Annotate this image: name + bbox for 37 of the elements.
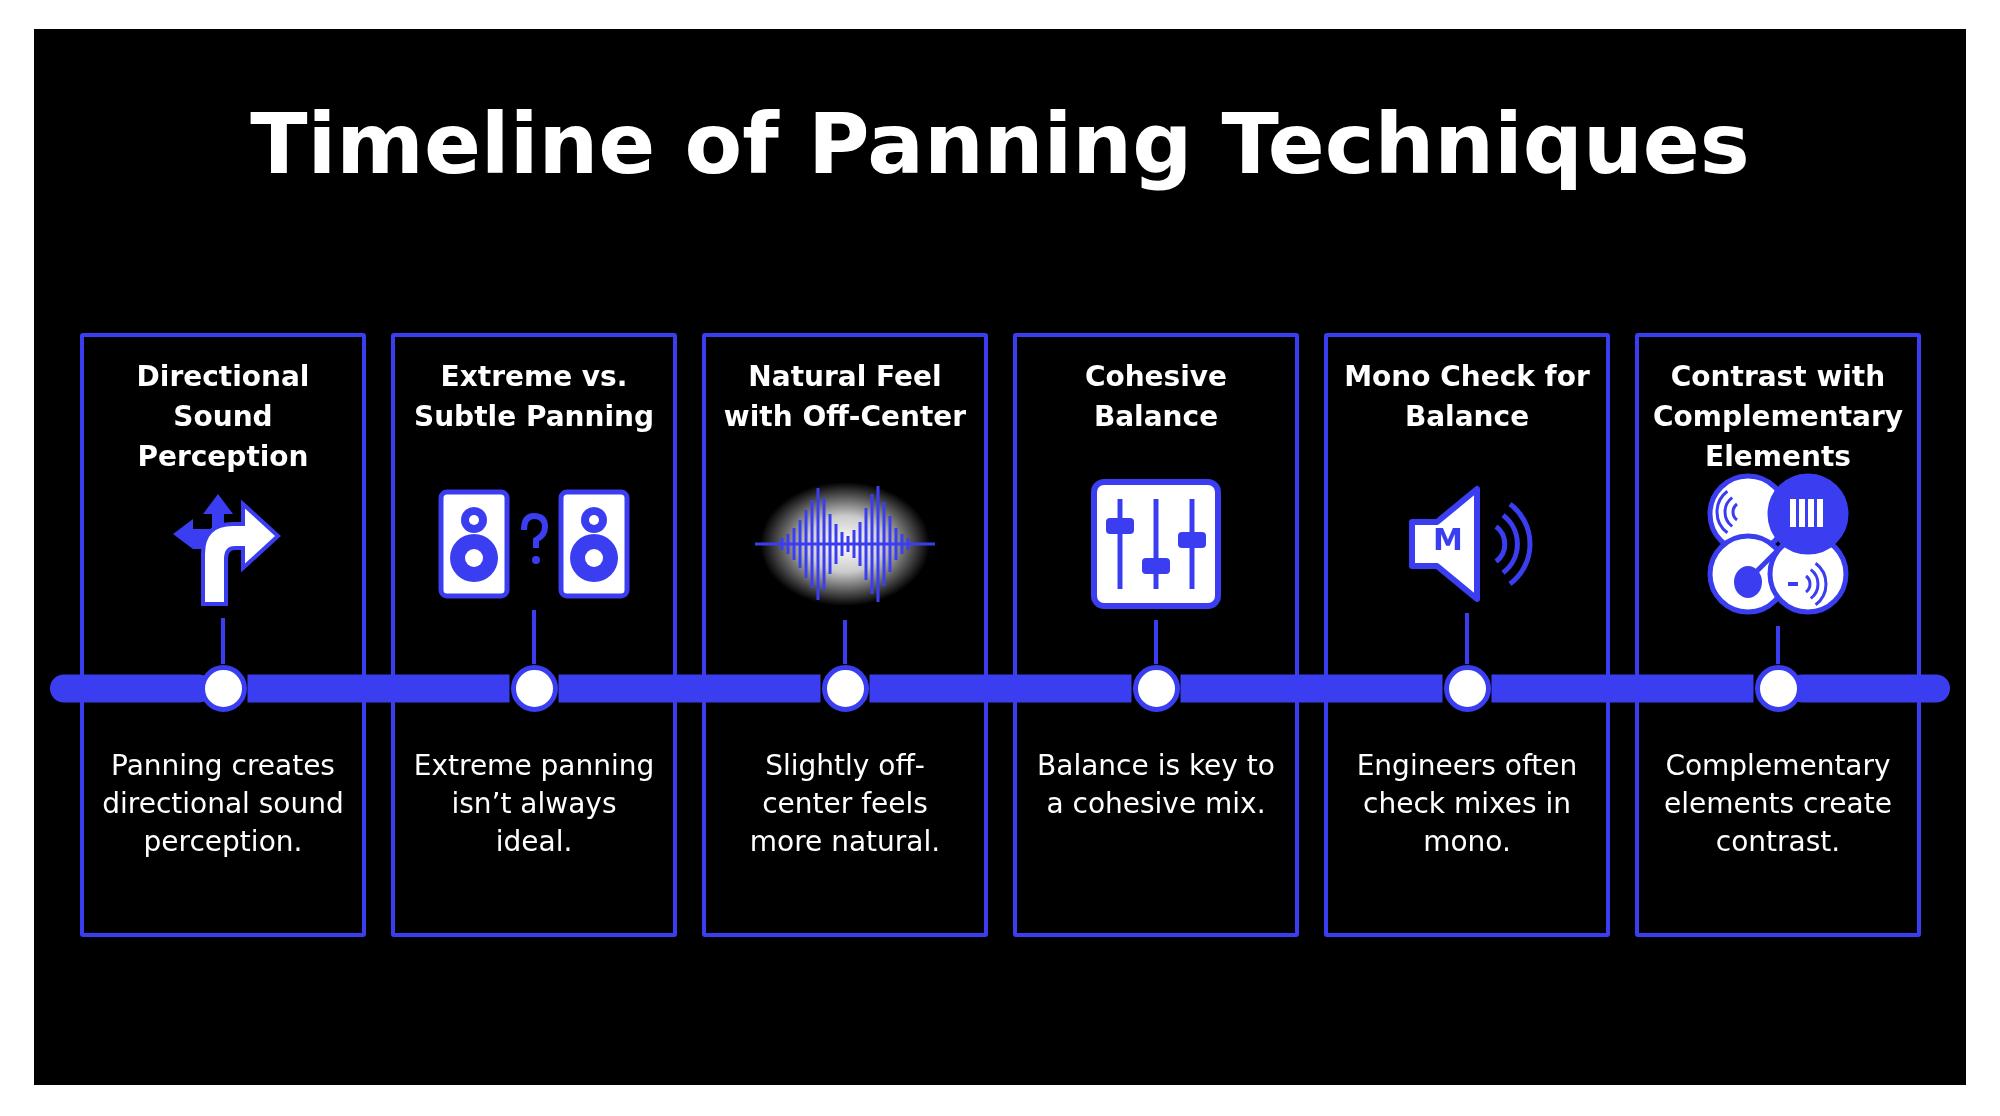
timeline-card bbox=[1013, 333, 1299, 937]
card-description: Complementary elements create contrast. bbox=[1663, 748, 1893, 860]
connector-stem bbox=[843, 620, 847, 664]
mixer-sliders-icon bbox=[1091, 479, 1221, 609]
card-heading: Contrast with Complementary Elements bbox=[1652, 359, 1904, 475]
timeline-segment bbox=[869, 674, 1132, 703]
waveform-icon bbox=[755, 482, 935, 606]
connector-stem bbox=[532, 610, 536, 664]
timeline-segment bbox=[247, 674, 510, 703]
card-description: Balance is key to a cohesive mix. bbox=[1036, 748, 1276, 822]
card-description: Panning creates directional sound perception. bbox=[102, 748, 344, 860]
card-description: Slightly off-center feels more natural. bbox=[748, 748, 942, 860]
speakers-question-icon bbox=[438, 489, 630, 599]
connector-stem bbox=[221, 618, 225, 664]
direction-arrows-icon bbox=[173, 494, 280, 606]
timeline-card bbox=[80, 333, 366, 937]
timeline-card bbox=[1635, 333, 1921, 937]
timeline-segment bbox=[558, 674, 821, 703]
title: Timeline of Panning Techniques bbox=[249, 95, 1751, 193]
card-heading: Mono Check for Balance bbox=[1343, 359, 1591, 435]
timeline-card bbox=[702, 333, 988, 937]
card-heading: Natural Feel with Off-Center bbox=[722, 359, 968, 435]
timeline-card bbox=[1324, 333, 1610, 937]
connector-stem bbox=[1154, 620, 1158, 664]
speaker-icon bbox=[1409, 486, 1533, 602]
card-heading: Directional Sound Perception bbox=[135, 359, 311, 475]
music-instruments-icon bbox=[1707, 473, 1849, 615]
speaker-letter: M bbox=[1433, 523, 1463, 557]
timeline-segment bbox=[1491, 674, 1754, 703]
card-description: Engineers often check mixes in mono. bbox=[1355, 748, 1579, 860]
timeline-segment bbox=[1180, 674, 1443, 703]
timeline-card bbox=[391, 333, 677, 937]
connector-stem bbox=[1776, 626, 1780, 664]
card-description: Extreme panning isn’t always ideal. bbox=[413, 748, 655, 860]
connector-stem bbox=[1465, 613, 1469, 664]
card-heading: Extreme vs. Subtle Panning bbox=[413, 359, 655, 435]
card-heading: Cohesive Balance bbox=[1083, 359, 1229, 435]
